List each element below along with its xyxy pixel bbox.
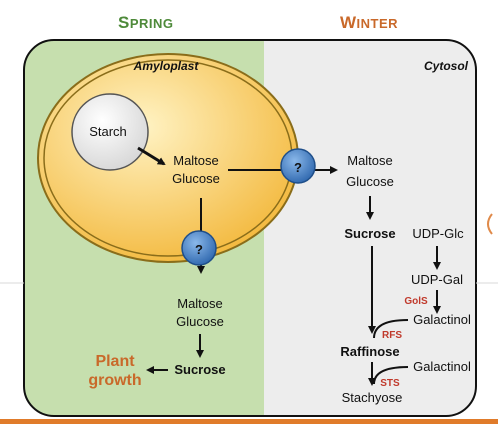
udp-glc-label: UDP-Glc: [412, 226, 464, 241]
udp-gal-label: UDP-Gal: [411, 272, 463, 287]
unknown-transporter-2: [181, 230, 217, 266]
galactinol-1-label: Galactinol: [413, 312, 471, 327]
starch-granule: [71, 93, 149, 171]
gols-enzyme-label: GolS: [404, 296, 428, 307]
plastid-maltose-label: Maltose: [173, 153, 219, 168]
starch-label: Starch: [89, 124, 127, 139]
rfs-enzyme-label: RFS: [382, 330, 402, 341]
arrow-starch-to-maltose: [137, 146, 166, 166]
amyloplast-membrane: [37, 53, 299, 263]
plant-growth-label-2: growth: [88, 372, 141, 389]
winter-heading: WINTER: [340, 13, 399, 32]
bottom-accent-bar: [0, 419, 498, 424]
spring-heading: SPRING: [118, 13, 174, 32]
stachyose-label: Stachyose: [342, 390, 403, 405]
cyt-glucose-label: Glucose: [346, 174, 394, 189]
cell-outline: [23, 39, 477, 417]
amyloplast-label: Amyloplast: [133, 59, 200, 73]
plant-growth-label-1: Plant: [95, 353, 135, 370]
cytosol-label: Cytosol: [424, 59, 469, 73]
cyt-maltose-label: Maltose: [347, 153, 393, 168]
unknown-transporter-1-mark: ?: [294, 160, 302, 175]
winter-sucrose-label: Sucrose: [344, 226, 395, 241]
galactinol-2-label: Galactinol: [413, 359, 471, 374]
plastid-glucose-label: Glucose: [172, 171, 220, 186]
raffinose-label: Raffinose: [340, 344, 399, 359]
spring-sucrose-label: Sucrose: [174, 362, 225, 377]
slide-accent-curve: [487, 213, 493, 235]
unknown-transporter-2-mark: ?: [195, 242, 203, 257]
winter-panel: [264, 40, 476, 416]
spring-maltose-label: Maltose: [177, 296, 223, 311]
galactinol-1-feed-curve: [373, 319, 409, 339]
sts-enzyme-label: STS: [380, 378, 400, 389]
galactinol-2-feed-curve: [373, 366, 409, 385]
unknown-transporter-1: [280, 148, 316, 184]
spring-glucose-label: Glucose: [176, 314, 224, 329]
